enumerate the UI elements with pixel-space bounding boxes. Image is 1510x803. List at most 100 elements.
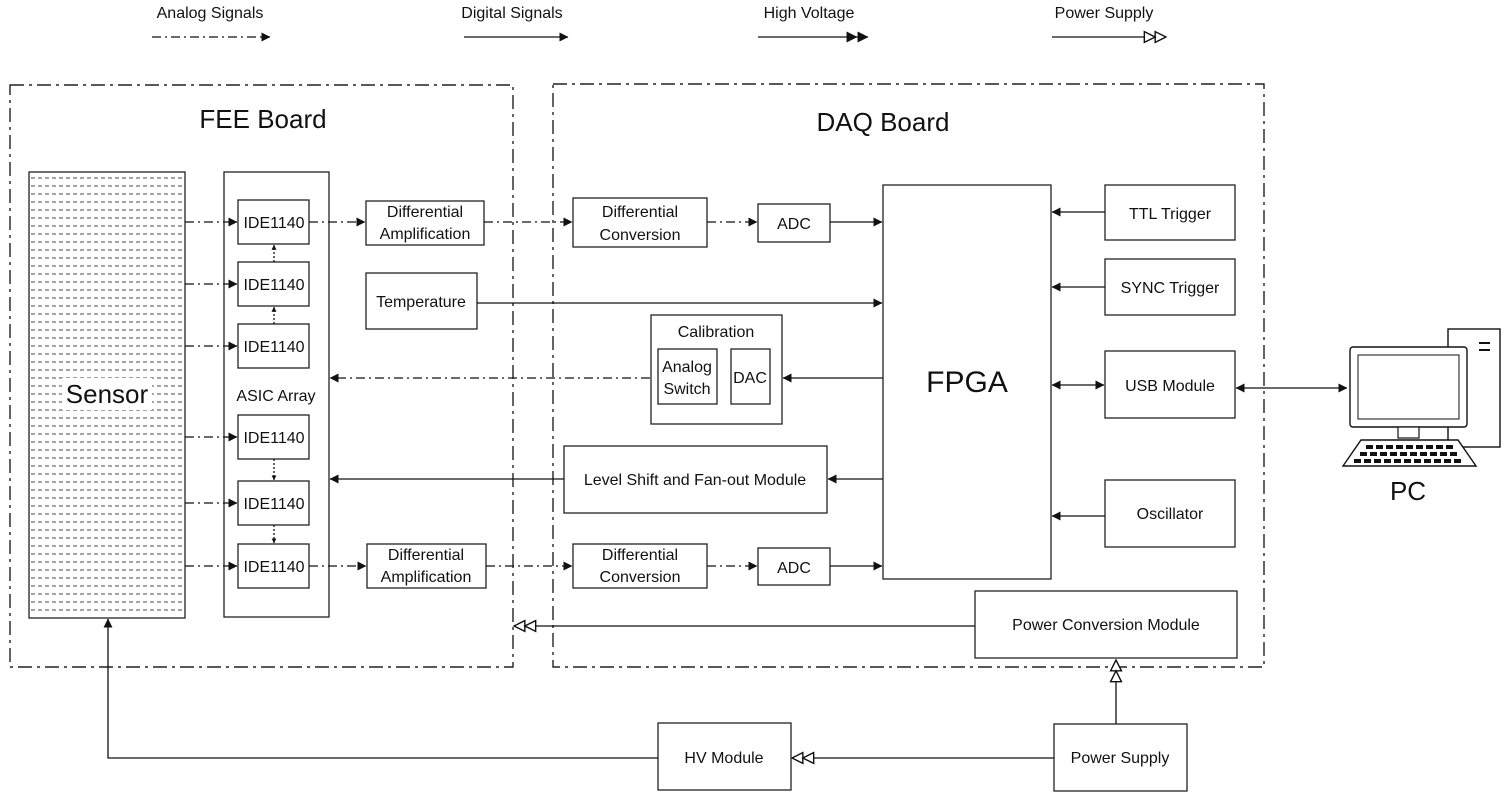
keyboard-key — [1364, 459, 1371, 463]
sensor-to-asic-links — [185, 217, 238, 571]
pc-icon — [1341, 328, 1501, 467]
keyboard-key — [1416, 445, 1423, 449]
ide1140-label-2: IDE1140 — [243, 277, 304, 294]
fee-board-frame — [9, 84, 514, 668]
keyboard-key — [1366, 445, 1373, 449]
legend: Analog Signals Digital Signals High Volt… — [152, 5, 1166, 37]
daq-board-frame — [552, 83, 1265, 668]
keyboard-key — [1444, 459, 1451, 463]
analog-switch-label-2: Switch — [663, 381, 710, 398]
calibration-label: Calibration — [678, 324, 754, 341]
level-shift-label: Level Shift and Fan-out Module — [584, 472, 806, 489]
power-conversion-box — [974, 590, 1238, 659]
ide1140-chip-4 — [237, 414, 310, 460]
diff-conv-bottom-box — [572, 543, 708, 589]
ttl-trigger-label: TTL Trigger — [1129, 206, 1212, 223]
legend-analog-label: Analog Signals — [157, 5, 264, 22]
asic-array-block: ASIC Array IDE1140 IDE1140 IDE1140 IDE11… — [223, 171, 330, 618]
sensor-label: Sensor — [66, 379, 149, 409]
keyboard-key — [1406, 445, 1413, 449]
diff-amp-top-label-2: Amplification — [380, 226, 471, 243]
dac-label: DAC — [733, 370, 767, 387]
ttl-trigger-box — [1104, 184, 1236, 241]
ide1140-chip-6 — [237, 543, 310, 589]
ide1140-chip-1 — [237, 199, 310, 245]
keyboard-key — [1374, 459, 1381, 463]
keyboard-key — [1400, 452, 1407, 456]
diff-amp-bottom-label-2: Amplification — [381, 569, 472, 586]
keyboard-key — [1420, 452, 1427, 456]
hv-module-label: HV Module — [684, 750, 763, 767]
ide1140-label-5: IDE1140 — [243, 496, 304, 513]
dac-box — [730, 348, 771, 405]
keyboard-key — [1430, 452, 1437, 456]
keyboard-key — [1440, 452, 1447, 456]
keyboard-key — [1414, 459, 1421, 463]
keyboard-key — [1410, 452, 1417, 456]
diff-amp-top-label-1: Differential — [387, 204, 463, 221]
oscillator-label: Oscillator — [1137, 506, 1204, 523]
level-shift-box — [563, 445, 828, 514]
adc-top-label: ADC — [777, 216, 811, 233]
calibration-block: Calibration Analog Switch DAC — [650, 314, 783, 425]
sensor-label-bg — [62, 378, 152, 410]
diff-conv-top-box — [572, 197, 708, 248]
fpga-label: FPGA — [926, 366, 1008, 399]
keyboard-key — [1386, 445, 1393, 449]
sync-trigger-label: SYNC Trigger — [1121, 280, 1220, 297]
keyboard-key — [1360, 452, 1367, 456]
power-conversion-label: Power Conversion Module — [1012, 617, 1200, 634]
hv-to-sensor — [103, 618, 658, 759]
hv-module-box — [657, 722, 792, 791]
power-supply-box — [1053, 723, 1188, 792]
sync-trigger-box — [1104, 258, 1236, 316]
ide1140-chip-3 — [237, 323, 310, 369]
temperature-box — [365, 272, 478, 330]
analog-switch-box — [657, 348, 718, 405]
keyboard-key — [1396, 445, 1403, 449]
pc-stand — [1397, 426, 1420, 439]
keyboard-key — [1446, 445, 1453, 449]
keyboard-key — [1376, 445, 1383, 449]
keyboard-key — [1450, 452, 1457, 456]
sensor-pixel-rows — [31, 177, 183, 611]
diff-amp-bottom-box — [366, 543, 487, 589]
diff-conv-top-label-1: Differential — [602, 204, 678, 221]
keyboard-key — [1424, 459, 1431, 463]
keyboard-key — [1370, 452, 1377, 456]
keyboard-key — [1454, 459, 1461, 463]
keyboard-key — [1380, 452, 1387, 456]
keyboard-key — [1384, 459, 1391, 463]
ide1140-label-6: IDE1140 — [243, 559, 304, 576]
usb-module-label: USB Module — [1125, 378, 1215, 395]
keyboard-key — [1434, 459, 1441, 463]
ide1140-label-1: IDE1140 — [243, 215, 304, 232]
power-supply-label: Power Supply — [1071, 750, 1170, 767]
diff-conv-top-label-2: Conversion — [600, 227, 681, 244]
ide1140-chip-5 — [237, 480, 310, 526]
ide1140-label-4: IDE1140 — [243, 430, 304, 447]
daq-board-title: DAQ Board — [817, 107, 950, 137]
adc-bottom-box — [757, 547, 831, 586]
pc-screen — [1357, 354, 1460, 420]
fee-board-title: FEE Board — [199, 104, 326, 134]
pc-keyboard-keys — [1354, 445, 1461, 463]
adc-bottom-label: ADC — [777, 560, 811, 577]
adc-top-box — [757, 203, 831, 243]
keyboard-key — [1426, 445, 1433, 449]
diff-amp-bottom-label-1: Differential — [388, 547, 464, 564]
ide1140-label-3: IDE1140 — [243, 339, 304, 356]
analog-switch-label-1: Analog — [662, 359, 712, 376]
diff-conv-bottom-label-2: Conversion — [600, 569, 681, 586]
sensor-block: Sensor — [28, 171, 186, 619]
legend-power-label: Power Supply — [1055, 5, 1154, 22]
diff-conv-bottom-label-1: Differential — [602, 547, 678, 564]
legend-digital-label: Digital Signals — [461, 5, 562, 22]
keyboard-key — [1354, 459, 1361, 463]
keyboard-key — [1404, 459, 1411, 463]
diff-amp-top-box — [365, 200, 485, 246]
temperature-label: Temperature — [376, 294, 466, 311]
asic-array-frame — [223, 171, 330, 618]
keyboard-key — [1390, 452, 1397, 456]
